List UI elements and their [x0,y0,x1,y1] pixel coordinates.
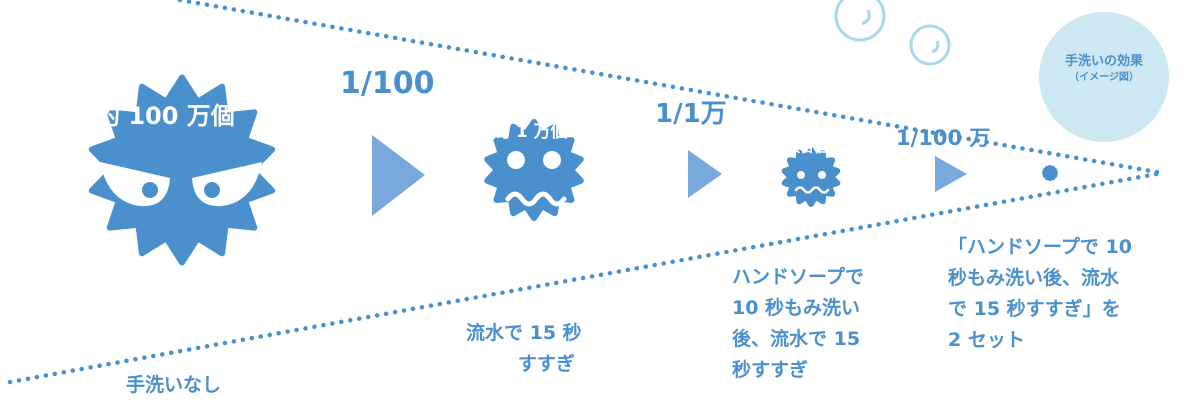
virus-2-left-eye [507,151,525,169]
bubble-small-shine [931,40,940,54]
caption-line: 秒もみ洗い後、流水 [948,267,1120,289]
virus-2-wavy-mouth [505,191,567,207]
virus-1-label: 約 100 万個 [96,102,235,130]
virus-3-body [781,147,841,207]
ratio-1-1000000: 1/100 万 [896,126,991,150]
soap-bubbles [834,0,951,66]
caption-line: すすぎ [517,353,575,375]
caption-line: ハンドソープで [732,266,864,288]
arrow-3 [935,156,967,192]
virus-1-body [88,74,276,266]
virus-2-right-eye [543,151,561,169]
virus-1-right-pupil [204,182,220,198]
caption-line: 2 セット [948,329,1025,351]
virus-3-right-eye [818,171,826,179]
lower-dotted-line [7,170,1165,385]
virus-2-label: 約 1 万個 [493,122,568,142]
virus-3-face [794,171,830,194]
virus-group [88,74,1058,266]
progress-arrows [372,135,967,216]
caption-line: 後、流水で 15 [732,328,861,350]
dotted-funnel-lines [7,0,1165,385]
caption-no-handwash: 手洗いなし [126,374,222,396]
caption-line: で 15 秒すすぎ」を [948,298,1121,320]
caption-rinse-15s: 流水で 15 秒 すすぎ [466,318,582,380]
bubble-small [909,24,951,66]
virus-2-face [505,151,567,207]
caption-line: 秒すすぎ [732,359,809,381]
virus-4-body [1042,165,1058,181]
caption-soap-once: ハンドソープで 10 秒もみ洗い 後、流水で 15 秒すすぎ [732,262,864,386]
upper-dotted-line [177,0,1165,176]
bubble-large [834,0,886,42]
ratio-1-10000: 1/1万 [655,99,727,129]
virus-1-face [100,162,262,207]
virus-3-label: 数百個 [786,140,828,156]
virus-1-left-pupil [142,182,158,198]
badge-subtitle: （イメージ図） [1069,72,1139,83]
caption-line: 「ハンドソープで 10 [948,236,1132,258]
arrow-2 [688,150,722,198]
caption-line: 流水で 15 秒 [466,322,582,344]
virus-3-wavy-mouth [794,186,830,194]
caption-soap-twice: 「ハンドソープで 10 秒もみ洗い後、流水 で 15 秒すすぎ」を 2 セット [948,232,1132,356]
caption-line: 10 秒もみ洗い [732,297,861,319]
arrow-1 [372,135,425,216]
virus-3-left-eye [797,171,805,179]
bubble-large-shine [861,9,871,26]
effect-badge: 手洗いの効果 （イメージ図） [1039,12,1169,142]
ratio-1-100: 1/100 [340,66,435,101]
badge-title: 手洗いの効果 [1064,54,1143,69]
